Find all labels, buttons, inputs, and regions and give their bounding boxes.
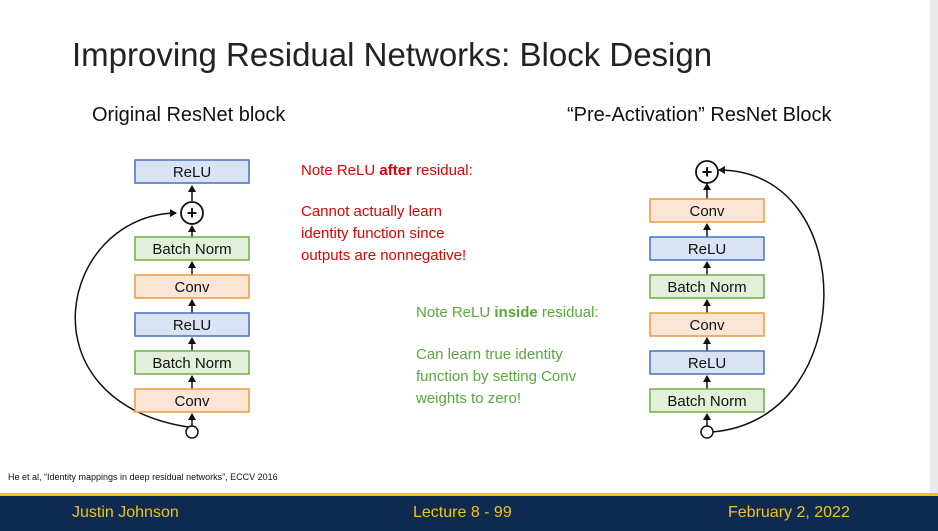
right-layer-label: Batch Norm: [667, 279, 746, 296]
left-relu-box: [134, 312, 250, 337]
right-block: Conv ReLU Batch Norm Conv ReLU Batch Nor…: [649, 160, 825, 439]
note-line: identity function since: [301, 225, 445, 242]
citation: He et al, “Identity mappings in deep res…: [8, 472, 278, 482]
left-add-symbol: +: [187, 203, 198, 223]
slide-footer: Justin Johnson Lecture 8 - 99 February 2…: [0, 493, 938, 531]
right-layer-label: ReLU: [688, 355, 726, 372]
left-layer-label: Conv: [174, 393, 210, 410]
note-text: residual:: [537, 304, 599, 321]
note-emphasis: after: [379, 162, 412, 179]
left-layer-label: Batch Norm: [152, 355, 231, 372]
right-subtitle: “Pre-Activation” ResNet Block: [567, 104, 832, 126]
note-text: Note ReLU: [301, 162, 380, 179]
right-batchnorm-box: [649, 274, 765, 299]
right-batchnorm-box: [649, 388, 765, 413]
left-layer-label: Batch Norm: [152, 241, 231, 258]
note-line: function by setting Conv: [416, 368, 577, 385]
right-layer-label: Conv: [689, 203, 725, 220]
left-batchnorm-box: [134, 236, 250, 261]
right-relu-box: [649, 236, 765, 261]
left-skip-connection: [74, 209, 189, 428]
left-layer-label: ReLU: [173, 317, 211, 334]
resnet-block-diagram: ReLU Batch Norm Conv ReLU Batch Norm Con…: [74, 159, 825, 439]
left-conv-box: [134, 274, 250, 299]
note-line: outputs are nonnegative!: [301, 247, 467, 264]
left-layer-label: ReLU: [173, 164, 211, 181]
note-line: Cannot actually learn: [301, 203, 442, 220]
left-conv-box: [134, 388, 250, 413]
right-add-node-icon: [695, 160, 719, 184]
footer-author: Justin Johnson: [72, 504, 179, 521]
note-text: residual:: [411, 162, 473, 179]
red-note-heading: Note ReLU after residual:: [301, 160, 473, 182]
right-relu-box: [649, 350, 765, 375]
left-subtitle: Original ResNet block: [92, 104, 286, 126]
note-line: Can learn true identity: [416, 346, 563, 363]
left-input-node-icon: [185, 425, 199, 439]
green-note-heading: Note ReLU inside residual:: [416, 302, 599, 324]
right-input-node-icon: [700, 425, 714, 439]
right-conv-box: [649, 312, 765, 337]
left-block: ReLU Batch Norm Conv ReLU Batch Norm Con…: [74, 159, 250, 439]
note-emphasis: inside: [494, 304, 538, 321]
left-add-node-icon: [180, 201, 204, 225]
footer-date: February 2, 2022: [728, 504, 850, 521]
slide-edge: [930, 0, 938, 493]
right-layer-label: Batch Norm: [667, 393, 746, 410]
green-note-body: Can learn true identity function by sett…: [416, 344, 576, 410]
left-batchnorm-box: [134, 350, 250, 375]
right-layer-label: ReLU: [688, 241, 726, 258]
red-note-body: Cannot actually learn identity function …: [301, 201, 466, 267]
slide-title: Improving Residual Networks: Block Desig…: [72, 36, 713, 73]
note-line: weights to zero!: [416, 390, 522, 407]
left-relu-box: [134, 159, 250, 184]
left-layer-label: Conv: [174, 279, 210, 296]
right-add-symbol: +: [702, 162, 713, 182]
right-conv-box: [649, 198, 765, 223]
note-text: Note ReLU: [416, 304, 495, 321]
right-layer-label: Conv: [689, 317, 725, 334]
right-skip-connection: [711, 166, 825, 433]
footer-lecture: Lecture 8 - 99: [413, 504, 512, 521]
